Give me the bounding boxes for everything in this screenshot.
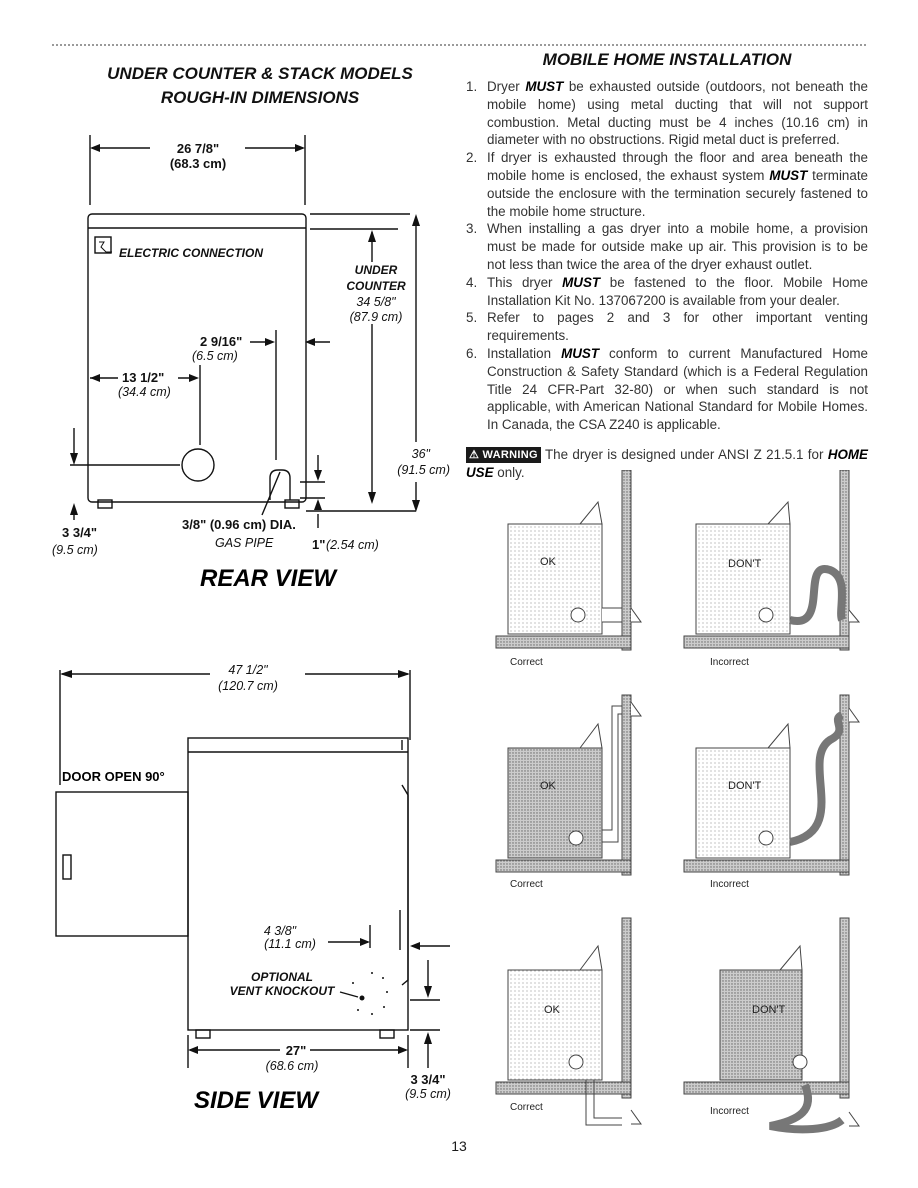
one-in: 1"	[312, 537, 325, 552]
side-d3-cm: (9.5 cm)	[405, 1087, 451, 1101]
rear-d3-in: 3 3/4"	[62, 525, 97, 540]
fig2-tag: DON'T	[728, 558, 762, 570]
fig1-caption: Correct	[510, 657, 543, 668]
door-open-label: DOOR OPEN 90°	[62, 769, 165, 784]
fig5-caption: Correct	[510, 1102, 543, 1113]
counter-cm: (87.9 cm)	[350, 310, 403, 324]
left-title-line2: ROUGH-IN DIMENSIONS	[160, 88, 360, 107]
electric-connection-label: ELECTRIC CONNECTION	[119, 246, 263, 260]
counter-label: COUNTER	[346, 279, 406, 293]
h36-in: 36"	[412, 447, 431, 461]
warning-paragraph: ⚠ WARNING The dryer is designed under AN…	[466, 447, 868, 480]
gas-pipe-label: GAS PIPE	[215, 536, 274, 550]
side-d3-in: 3 3/4"	[410, 1072, 445, 1087]
gas-dia: 3/8" (0.96 cm) DIA.	[182, 517, 296, 532]
installation-list: 1.Dryer MUST be exhausted outside (outdo…	[466, 78, 868, 434]
top-rule	[52, 44, 866, 46]
one-cm: (2.54 cm)	[326, 538, 379, 552]
under-label: UNDER	[355, 263, 398, 277]
d13-cm: (34.4 cm)	[118, 385, 171, 399]
side-view-diagram: 47 1/2" (120.7 cm) DOOR OPEN 90° 4 3/8" …	[55, 663, 451, 1114]
page-number: 13	[451, 1138, 467, 1154]
warning-badge: ⚠ WARNING	[466, 447, 541, 463]
d2-cm: (6.5 cm)	[192, 349, 238, 363]
list-item: 4.This dryer MUST be fastened to the flo…	[466, 274, 868, 308]
fig2-caption: Incorrect	[710, 657, 749, 668]
side-d47-cm: (120.7 cm)	[218, 679, 278, 693]
rear-view-label: REAR VIEW	[200, 565, 338, 592]
list-item: 2.If dryer is exhausted through the floo…	[466, 150, 868, 219]
mobile-home-title: MOBILE HOME INSTALLATION	[542, 50, 792, 69]
list-item: 3.When installing a gas dryer into a mob…	[466, 221, 868, 272]
fig3-caption: Correct	[510, 879, 543, 890]
venting-illustrations	[495, 470, 861, 1134]
d2-in: 2 9/16"	[200, 334, 242, 349]
d13-in: 13 1/2"	[122, 370, 164, 385]
list-item: 6.Installation MUST conform to current M…	[466, 345, 868, 433]
vent-knockout-label: VENT KNOCKOUT	[230, 984, 336, 998]
rear-width-cm: (68.3 cm)	[170, 156, 226, 171]
fig3-tag: OK	[540, 780, 556, 792]
side-d47-in: 47 1/2"	[228, 663, 268, 677]
rear-view-diagram: 26 7/8" (68.3 cm) ELECTRIC CONNECTION UN…	[52, 135, 450, 592]
fig1-tag: OK	[540, 556, 556, 568]
fig6-tag: DON'T	[752, 1004, 786, 1016]
fig4-caption: Incorrect	[710, 879, 749, 890]
optional-label: OPTIONAL	[251, 970, 313, 984]
list-item: 1.Dryer MUST be exhausted outside (outdo…	[466, 79, 869, 148]
h36-cm: (91.5 cm)	[397, 463, 450, 477]
side-d4-in: 4 3/8"	[264, 924, 297, 938]
counter-in: 34 5/8"	[356, 295, 396, 309]
left-title-line1: UNDER COUNTER & STACK MODELS	[107, 64, 413, 83]
fig4-tag: DON'T	[728, 780, 762, 792]
side-d27-in: 27"	[286, 1043, 307, 1058]
fig6-caption: Incorrect	[710, 1106, 749, 1117]
list-item: 5.Refer to pages 2 and 3 for other impor…	[466, 310, 868, 344]
rear-d3-cm: (9.5 cm)	[52, 543, 98, 557]
fig5-tag: OK	[544, 1004, 560, 1016]
side-d4-cm: (11.1 cm)	[264, 937, 316, 951]
rear-width-in: 26 7/8"	[177, 141, 219, 156]
side-view-label: SIDE VIEW	[194, 1087, 320, 1114]
side-d27-cm: (68.6 cm)	[266, 1059, 319, 1073]
